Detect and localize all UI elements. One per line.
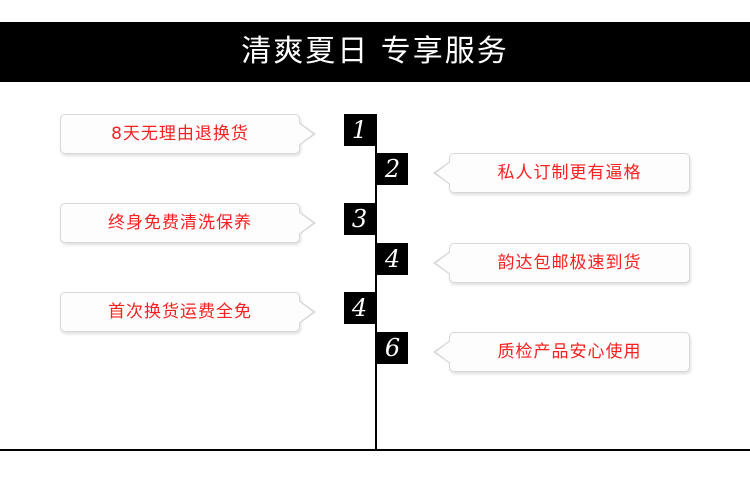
service-label-5: 首次换货运费全免 — [108, 301, 252, 322]
service-bubble-1[interactable]: 8天无理由退换货 — [60, 114, 316, 154]
service-bubble-2[interactable]: 私人订制更有逼格 — [433, 153, 690, 193]
service-number-5: 4 — [344, 292, 375, 324]
service-label-6: 质检产品安心使用 — [497, 341, 642, 362]
service-number-3: 3 — [344, 203, 375, 235]
header-banner: 清爽夏日 专享服务 — [0, 22, 750, 82]
bottom-horizontal-rule — [0, 449, 750, 451]
service-bubble-4[interactable]: 韵达包邮极速到货 — [433, 243, 690, 283]
service-label-3: 终身免费清洗保养 — [108, 212, 252, 233]
service-label-4: 韵达包邮极速到货 — [497, 252, 642, 273]
service-row-2: 2 私人订制更有逼格 — [0, 153, 750, 199]
service-bubble-6[interactable]: 质检产品安心使用 — [433, 332, 690, 372]
service-bubble-3[interactable]: 终身免费清洗保养 — [60, 203, 316, 243]
service-row-3: 终身免费清洗保养 3 — [0, 203, 750, 249]
service-number-4: 4 — [377, 243, 408, 275]
service-row-6: 6 质检产品安心使用 — [0, 332, 750, 378]
service-bubble-5[interactable]: 首次换货运费全免 — [60, 292, 316, 332]
service-number-6: 6 — [377, 332, 408, 364]
center-vertical-line — [375, 114, 377, 450]
service-number-1: 1 — [344, 114, 375, 146]
service-row-4: 4 韵达包邮极速到货 — [0, 243, 750, 289]
service-label-1: 8天无理由退换货 — [111, 123, 249, 144]
service-row-1: 8天无理由退换货 1 — [0, 114, 750, 160]
service-label-2: 私人订制更有逼格 — [497, 162, 642, 183]
service-number-2: 2 — [377, 153, 408, 185]
service-row-5: 首次换货运费全免 4 — [0, 292, 750, 338]
service-list-diagram: 8天无理由退换货 1 2 私人订制更有逼格 终身免费清洗保养 3 4 韵达包邮极… — [0, 82, 750, 480]
banner-title: 清爽夏日 专享服务 — [241, 34, 509, 69]
